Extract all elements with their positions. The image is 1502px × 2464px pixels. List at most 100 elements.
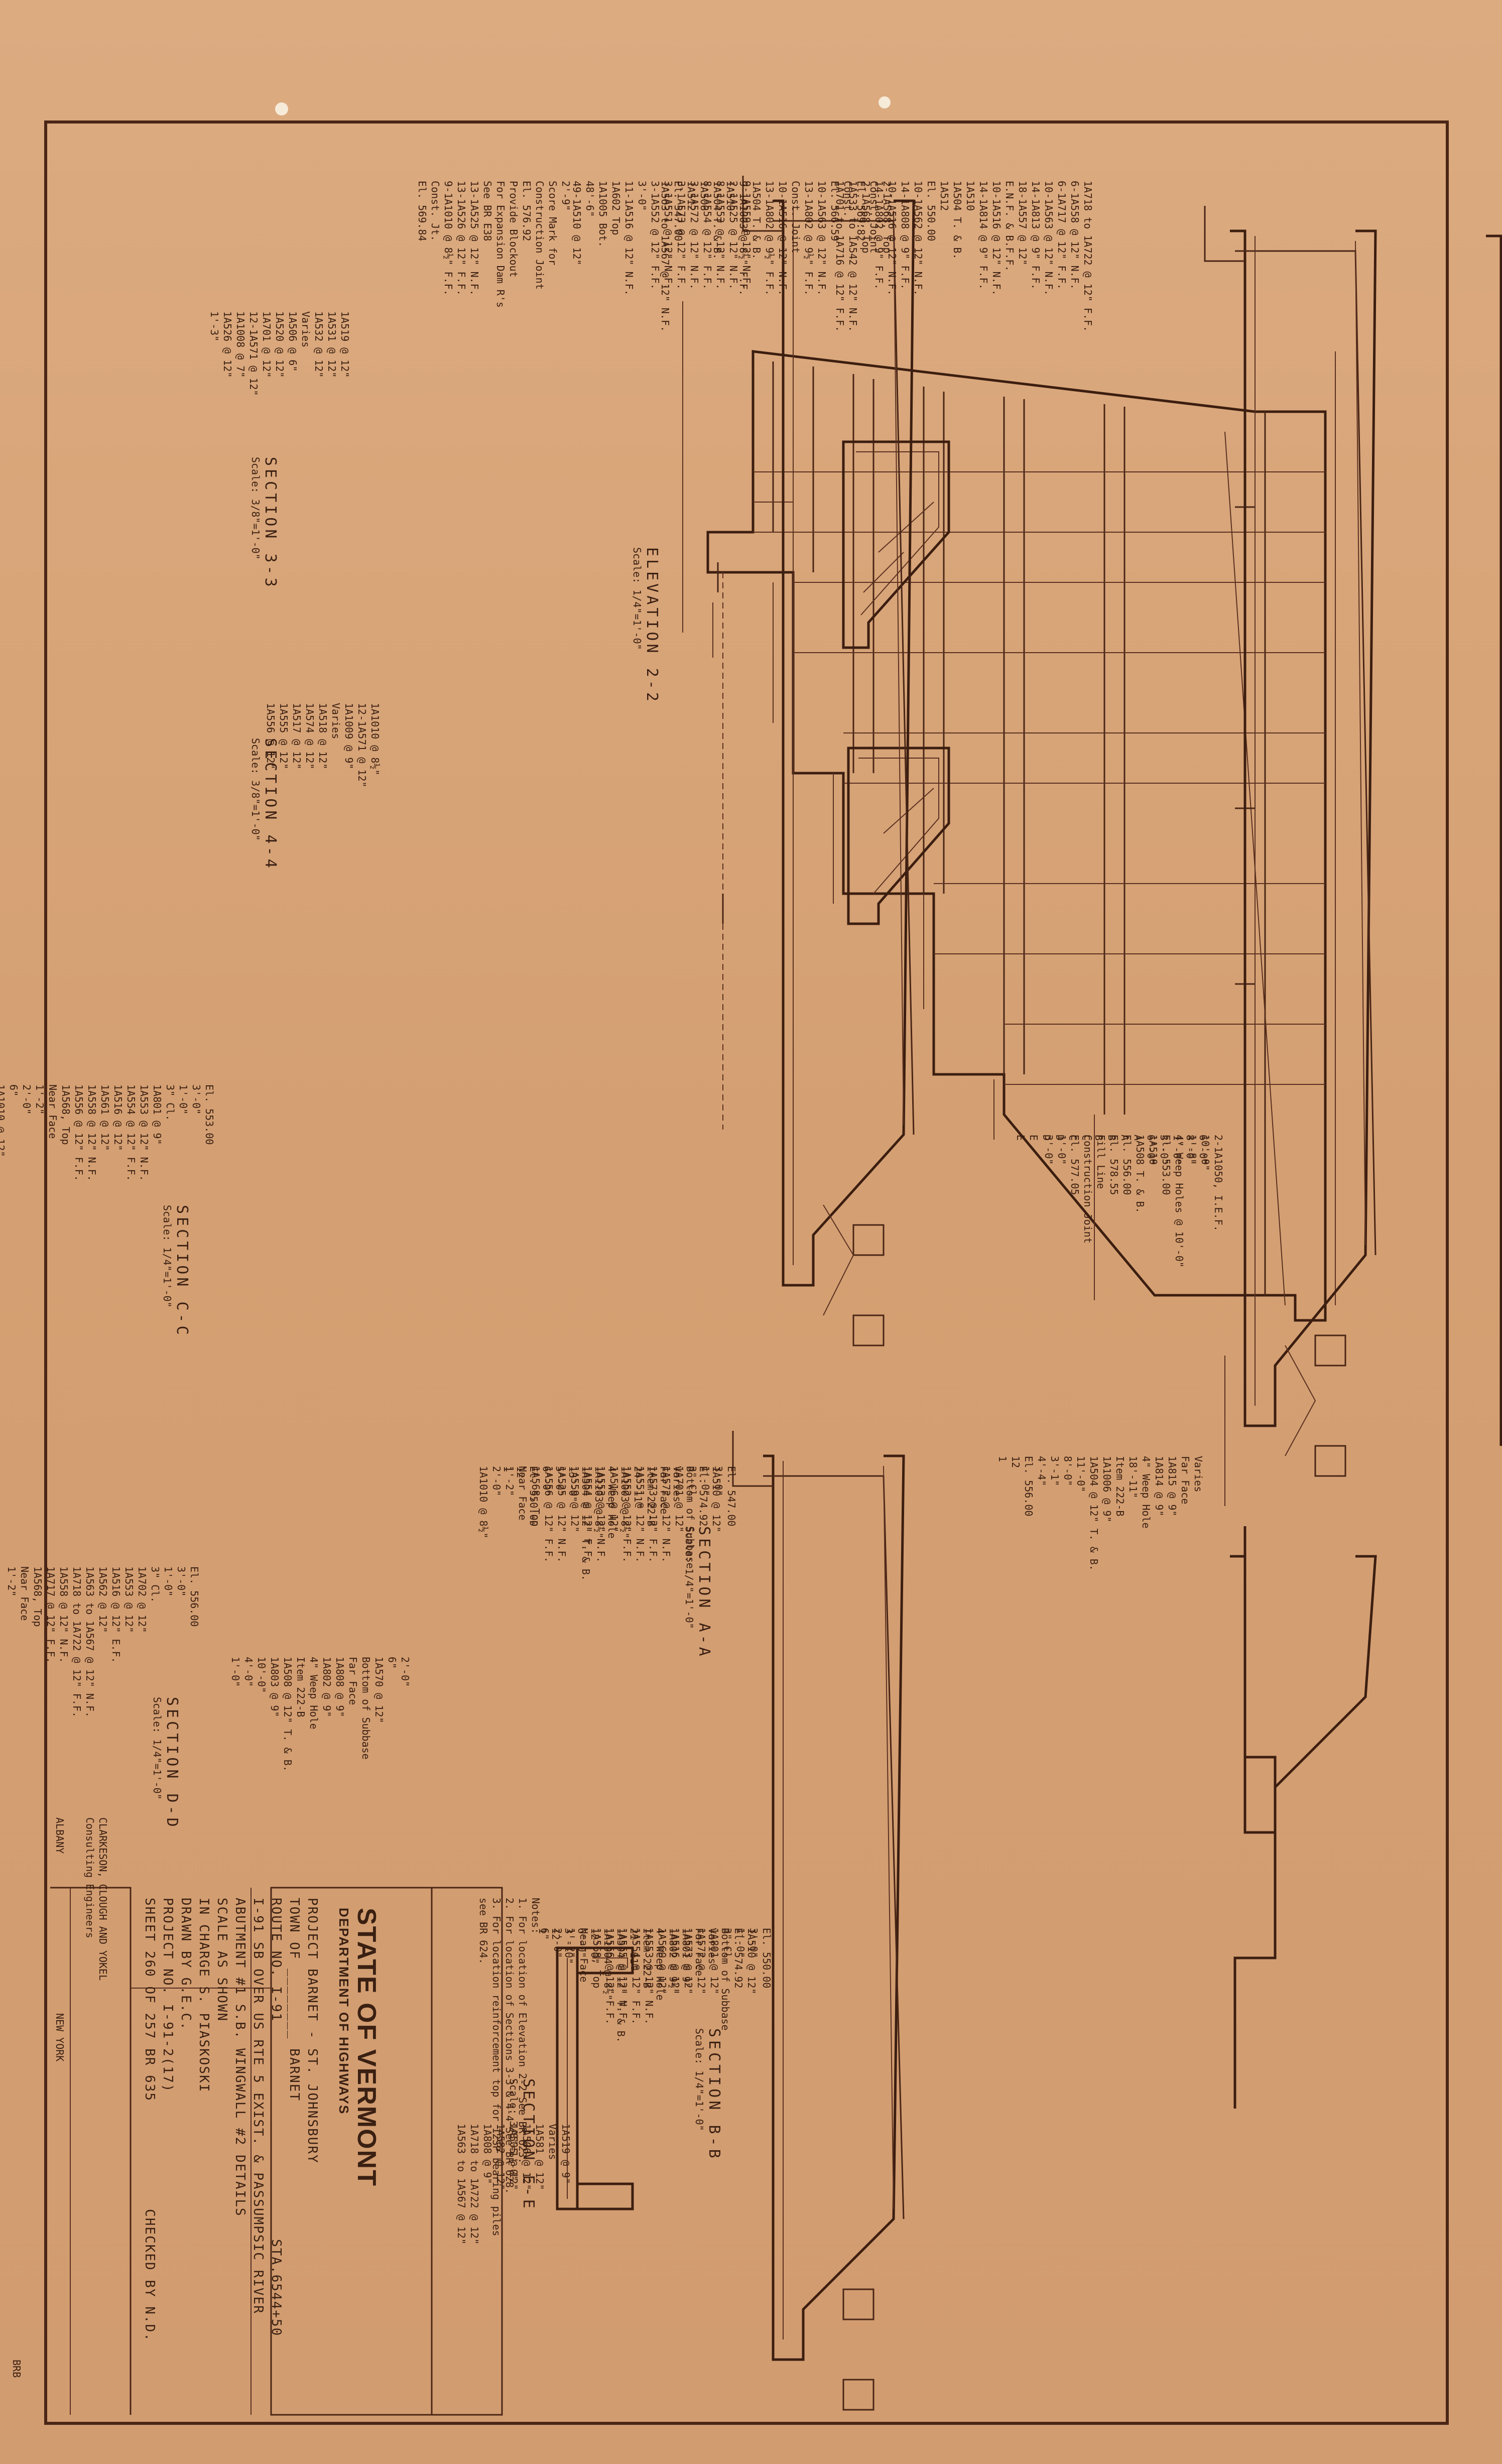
corner-mark-text: BRB bbox=[11, 2360, 23, 2378]
section-c-c-callout: El. 553.00 bbox=[203, 1084, 215, 1145]
elevation-callout: 2-1A1050, I.E.F. bbox=[1212, 1135, 1224, 1231]
section-d-d-callout: 1A718 to 1A722 @ 12" F.F. bbox=[71, 1566, 83, 1718]
section-3-3-outline bbox=[842, 440, 950, 649]
section-b-b-title-text: SECTION B-B bbox=[705, 2028, 723, 2161]
elevation-callout: El. 550.00 bbox=[925, 181, 937, 241]
elevation-2-2-outline bbox=[682, 301, 1336, 1322]
elevation-callout: 9-1A1003 @ 8½" F.F. bbox=[737, 181, 749, 296]
elevation-callout: 13-1A802 @ 9½" F.F. bbox=[803, 181, 815, 296]
section-a-a-callout: 1A504 @ 12" T. & B. bbox=[580, 1466, 592, 1581]
section-e-e-callout: 1A506 @ 12" bbox=[521, 2124, 533, 2190]
section-3-3-callout: Varies bbox=[300, 311, 312, 348]
checked-by-line: CHECKED BY N.D. bbox=[142, 2209, 157, 2342]
elevation-scale: Scale: 1/4"=1'-0" bbox=[631, 547, 643, 650]
elevation-callout: 1A504 T. & B. bbox=[711, 181, 723, 260]
section-3-3-callout: 1A506 @ 6" bbox=[287, 311, 299, 372]
section-a-a-callout: 4" Weep Hole bbox=[606, 1466, 618, 1539]
section-4-4-callout: 12-1A571 @ 12" bbox=[356, 703, 368, 788]
section-b-b-callout: 1 bbox=[537, 1928, 549, 1934]
section-3-3-title-text: SECTION 3-3 bbox=[262, 457, 279, 590]
section-c-c-callout: 1A504 @ 12" T. & B. bbox=[1088, 1456, 1100, 1571]
section-c-c-callout: El. 556.00 bbox=[1023, 1456, 1035, 1517]
section-d-d-callout: 1A508 @ 12" T. & B. bbox=[282, 1657, 294, 1772]
section-b-b-callout: 1A801 @ 9" bbox=[680, 1928, 692, 1989]
elevation-label-column: 1A718 to 1A722 @ 12" F.F.6-1A558 @ 12" N… bbox=[833, 181, 1094, 332]
description-2: ABUTMENT #1 S.B. WINGWALL #2 DETAILS bbox=[232, 1898, 247, 2217]
section-4-4-callout: Varies bbox=[330, 703, 342, 740]
elevation-callout: 13-1A526 @ 12" F.F. bbox=[455, 181, 467, 296]
elevation-callout: See BR E38 bbox=[481, 181, 493, 241]
section-4-4-callout: 1A574 @ 12" bbox=[304, 703, 316, 770]
elevation-callout: 3'-0" bbox=[636, 181, 648, 211]
section-d-d-callout: El. 556.00 bbox=[188, 1566, 200, 1627]
section-4-4-callout: 1A517 @ 12" bbox=[291, 703, 303, 770]
section-c-c-callout: 3" Cl. bbox=[164, 1084, 176, 1121]
section-a-a-callout: El. 574.92 bbox=[697, 1466, 709, 1527]
section-d-d-callout: 1'-0" bbox=[162, 1566, 174, 1597]
section-b-b-callout: 6'-0" bbox=[576, 1928, 588, 1958]
department-name: DEPARTMENT OF HIGHWAYS bbox=[336, 1908, 351, 2115]
consultant-name: CLARKESON, CLOUGH AND YOKEL bbox=[97, 1817, 109, 1981]
section-c-c-callout: 6" bbox=[8, 1084, 20, 1097]
elevation-callout: 2-1A568, Top bbox=[860, 181, 872, 254]
punch-hole-left bbox=[275, 102, 288, 115]
section-c-c-callout: 18'-11" bbox=[1127, 1456, 1139, 1499]
corner-mark: BRB bbox=[10, 2360, 23, 2378]
elevation-callout: 1A512 bbox=[685, 181, 697, 211]
section-c-c-callout: Varies bbox=[1192, 1456, 1204, 1493]
description-1: I-91 SB OVER US RTE 5 EXIST. & PASSUMPSI… bbox=[251, 1898, 266, 2314]
section-c-c-callout: 8'-0" bbox=[1062, 1456, 1074, 1487]
section-d-d-callout: 4'-0" bbox=[242, 1657, 255, 1687]
elevation-callout: 6'-0" bbox=[1145, 1135, 1157, 1165]
section-3-3-callout: 1'-3" bbox=[208, 311, 220, 342]
consultant-city-left: ALBANY bbox=[53, 1817, 66, 1854]
elevation-callout: 6'-0" bbox=[1197, 1135, 1209, 1165]
section-d-d-callout: 1A808 @ 9" bbox=[334, 1657, 346, 1717]
section-d-d-callout: 1A563 to 1A567 @ 12" N.F. bbox=[84, 1566, 96, 1718]
section-d-d-callout: 2'-0" bbox=[399, 1657, 411, 1687]
section-c-c-callout: 1A814 @ 9" bbox=[1153, 1456, 1165, 1517]
elevation-callout: 11-1A516 @ 12" N.F. bbox=[623, 181, 635, 296]
section-b-b-callout: Varies bbox=[706, 1928, 718, 1964]
section-a-a-callout: 13'-0" bbox=[567, 1466, 579, 1503]
section-c-c-callout: 1A558 @ 12" N.F. bbox=[86, 1084, 98, 1181]
section-c-c-callout: Far Face bbox=[1179, 1456, 1191, 1505]
elevation-callout: El. 569.84 bbox=[416, 181, 428, 241]
section-4-4-callout: 1A518 @ 12" bbox=[317, 703, 329, 770]
section-c-c-callout: Item 222-B bbox=[1114, 1456, 1126, 1517]
section-c-c-callout: 1A556 @ 12" F.F. bbox=[73, 1084, 85, 1181]
elevation-callout: 1'-0" bbox=[1171, 1135, 1183, 1165]
section-a-a-callout: 12 bbox=[515, 1466, 527, 1479]
elevation-callout: 10-1A516 @ 12" N.F. bbox=[990, 181, 1003, 296]
section-e-e-callout: 1A718 to 1A722 @ 12" bbox=[468, 2124, 480, 2245]
elevation-callout: 1A602 Top bbox=[610, 181, 622, 235]
section-a-a-callout: El. 550.00 bbox=[528, 1466, 540, 1527]
elevation-callout: 1A1005 Bot. bbox=[597, 181, 609, 248]
section-d-d-callout: Bottom of Subbase bbox=[360, 1657, 372, 1760]
section-a-a-callout: El. 547.00 bbox=[725, 1466, 737, 1527]
section-b-b-callout: 3'-10" bbox=[563, 1928, 575, 1964]
elevation-callout: B bbox=[1106, 1135, 1118, 1141]
elevation-callout: 48'-6" bbox=[584, 181, 596, 217]
elevation-callout: Provide Blockout bbox=[508, 181, 520, 278]
elevation-callout: 1A701 to 1A716 @ 12" F.F. bbox=[834, 181, 846, 332]
elevation-callout: 49-1A510 @ 12" bbox=[571, 181, 583, 266]
section-b-b-callout: 21'-11" bbox=[628, 1928, 640, 1970]
section-d-d-callout: 1A570 @ 12" bbox=[373, 1657, 385, 1723]
elevation-title-text: ELEVATION 2-2 bbox=[643, 547, 661, 704]
elevation-title: ELEVATION 2-2 Scale: 1/4"=1'-0" bbox=[631, 547, 661, 704]
project-line: PROJECT BARNET - ST. JOHNSBURY bbox=[305, 1898, 320, 2164]
title-block-lines bbox=[50, 1887, 503, 2416]
section-e-e-callout: Varies bbox=[547, 2124, 559, 2160]
elevation-callout: 10-1A563 @ 12" N.F. bbox=[1043, 181, 1055, 296]
elevation-callout: E bbox=[1028, 1135, 1040, 1141]
elevation-callout: 1A506 bbox=[698, 181, 710, 211]
elevation-callout: 14-1A814 @ 9" F.F. bbox=[977, 181, 989, 290]
elevation-callout: 1A510 bbox=[724, 181, 736, 211]
elevation-callout: 8'-0" bbox=[1184, 1135, 1196, 1165]
